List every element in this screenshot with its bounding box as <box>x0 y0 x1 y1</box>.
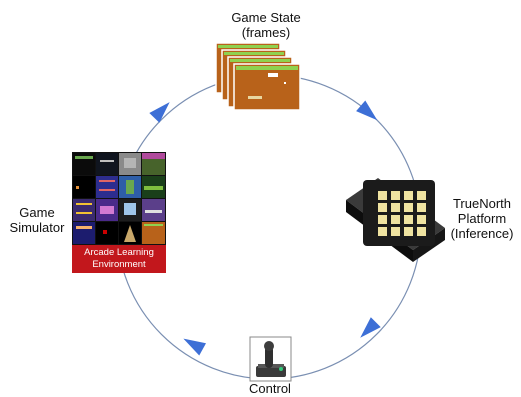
game-simulator-label-line1: Game <box>19 205 55 220</box>
chip-icon <box>346 178 445 262</box>
truenorth-label-line3: (Inference) <box>450 226 514 241</box>
game-state-label: Game State (frames) <box>226 10 306 40</box>
cycle-arrow-top-left <box>149 102 170 123</box>
ale-caption-line2: Environment <box>92 259 146 270</box>
game-state-label-line1: Game State <box>231 10 301 25</box>
cycle-arrow-top-right <box>356 100 378 121</box>
game-state-label-line2: (frames) <box>241 25 291 40</box>
truenorth-label-line1: TrueNorth <box>452 196 512 211</box>
arcade-grid-icon <box>72 152 166 245</box>
joystick-icon <box>249 336 292 382</box>
cycle-arrow-bottom-left <box>183 338 207 356</box>
game-frames-icon <box>215 42 301 111</box>
ale-caption-line1: Arcade Learning <box>84 247 154 258</box>
ale-caption: Arcade Learning Environment <box>72 245 166 273</box>
control-label: Control <box>249 381 291 396</box>
truenorth-label: TrueNorth Platform (Inference) <box>446 196 518 241</box>
game-simulator-label: Game Simulator <box>4 205 70 235</box>
cycle-arrow-bottom-right <box>360 317 381 338</box>
truenorth-label-line2: Platform <box>457 211 507 226</box>
game-simulator-label-line2: Simulator <box>9 220 65 235</box>
